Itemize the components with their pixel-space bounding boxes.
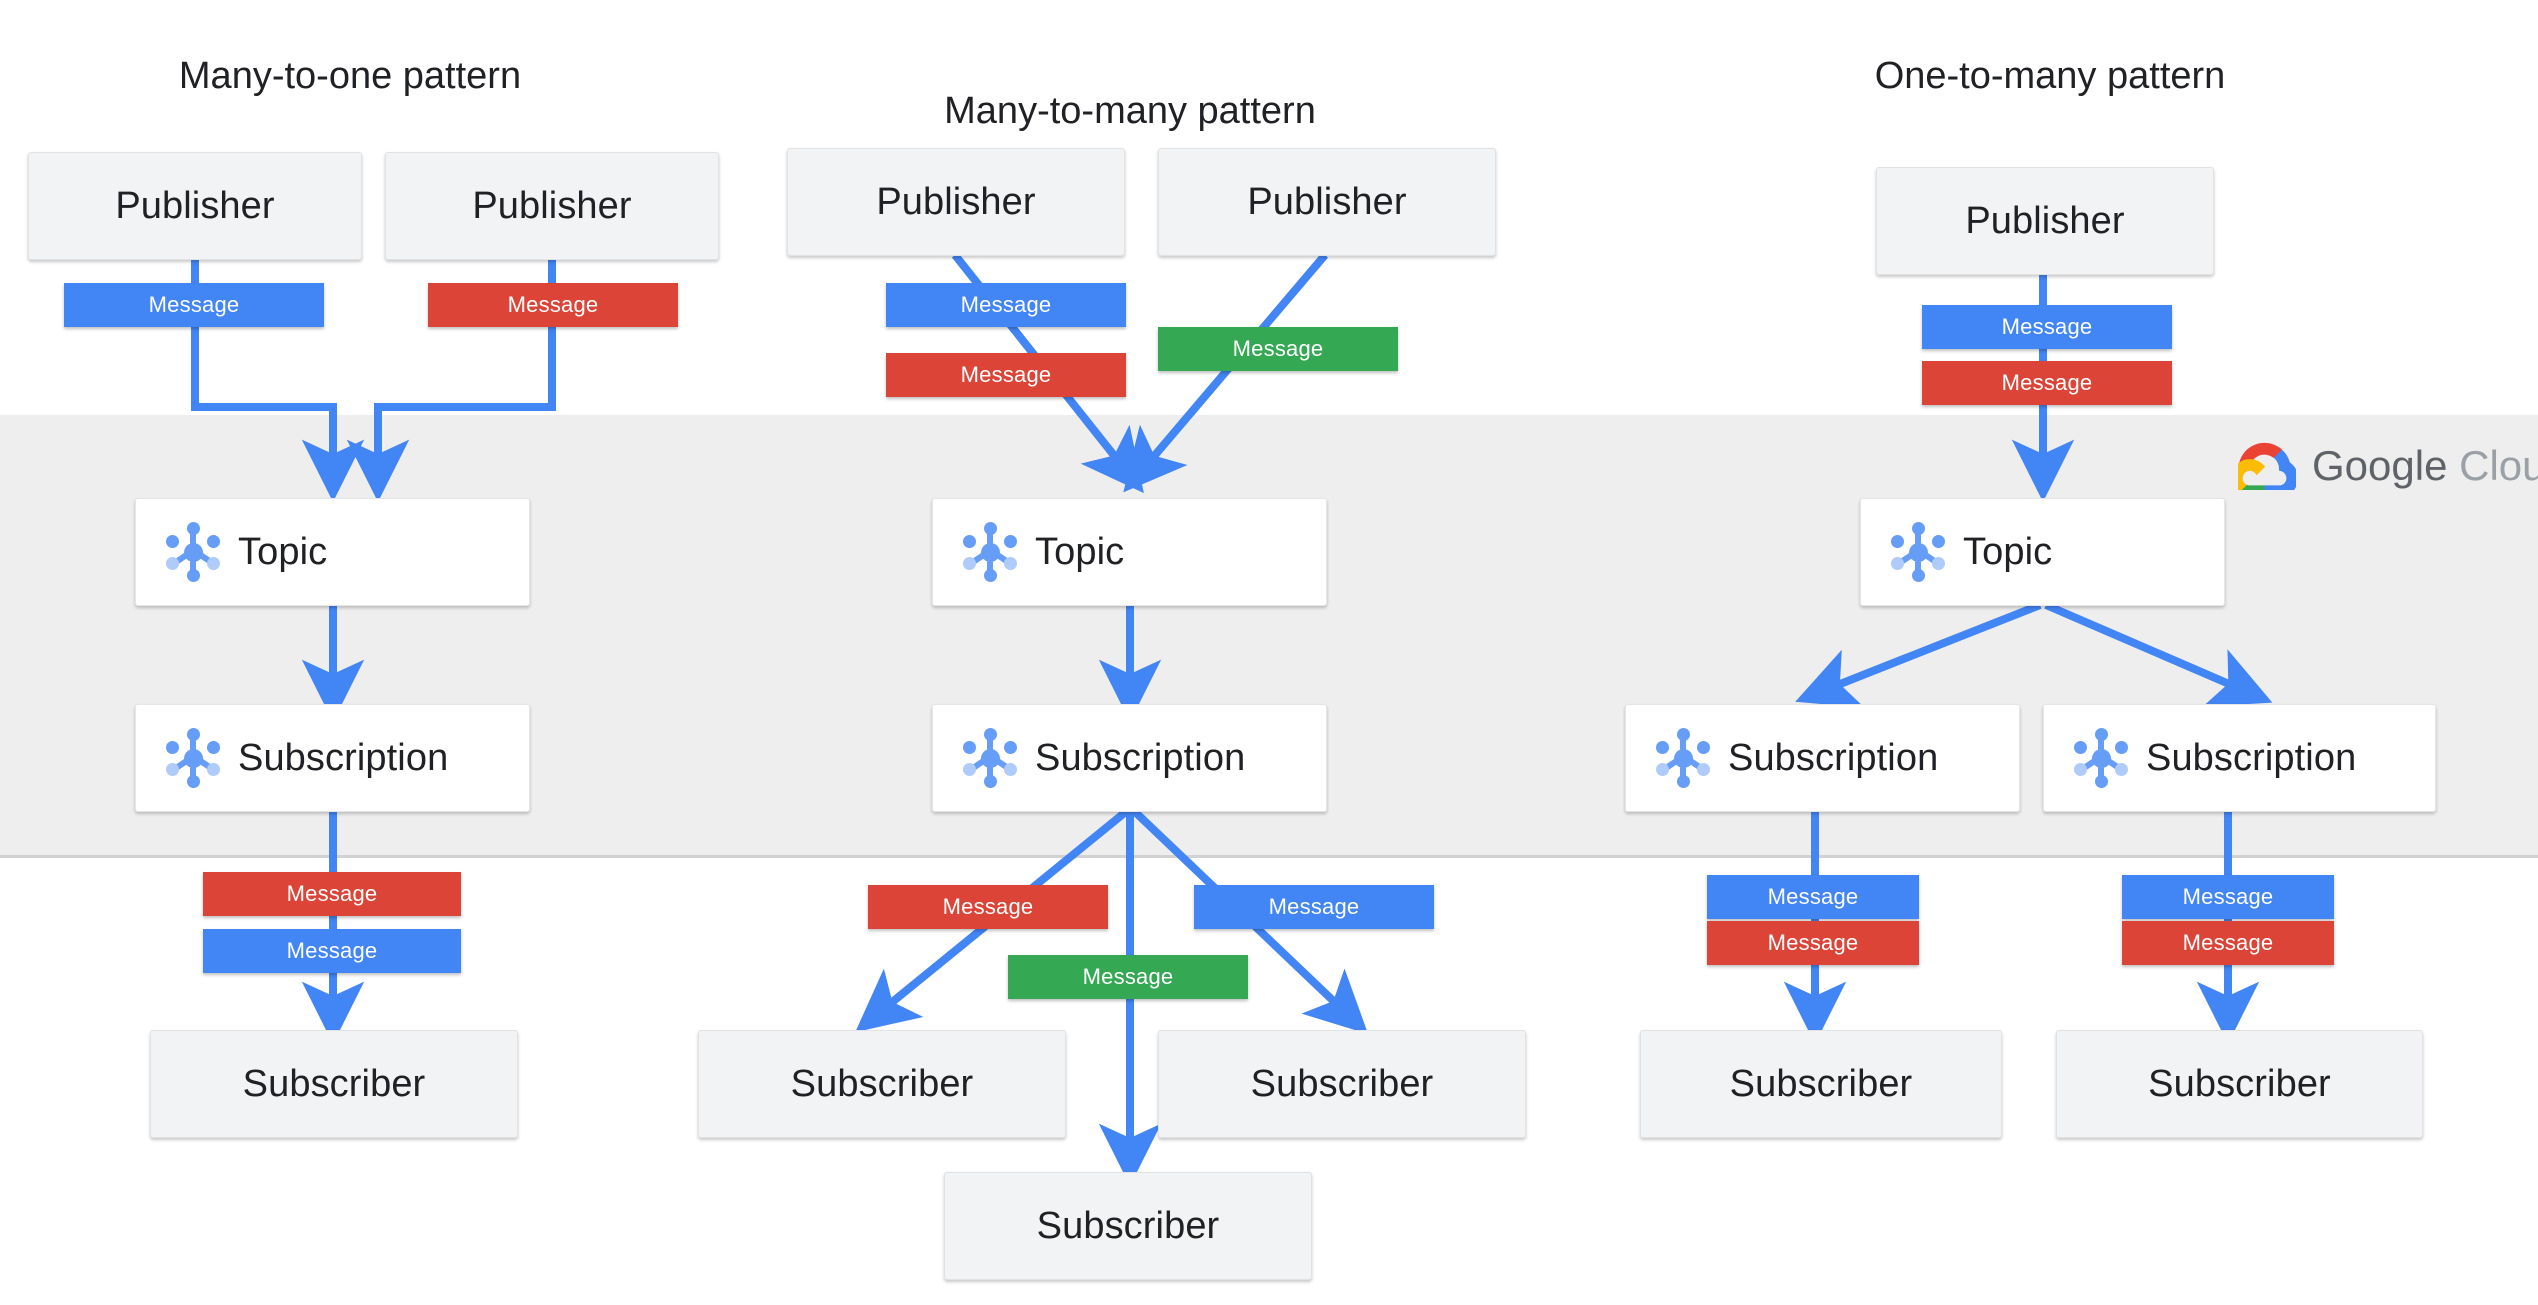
message-label: Message <box>2001 370 2093 395</box>
message-label: Message <box>286 938 378 963</box>
message-chip: Message <box>1194 885 1434 929</box>
subscriber-label: Subscriber <box>1036 1204 1220 1247</box>
pubsub-node-icon <box>1652 727 1714 789</box>
google-word: Google <box>2312 442 2448 489</box>
message-chip: Message <box>868 885 1108 929</box>
topic-box[interactable]: Topic <box>1860 498 2225 606</box>
message-chip: Message <box>1158 327 1398 371</box>
message-label: Message <box>960 362 1052 387</box>
subscriber-label: Subscriber <box>242 1062 426 1105</box>
publisher-label: Publisher <box>876 180 1036 223</box>
pubsub-node-icon <box>162 521 224 583</box>
message-chip: Message <box>886 283 1126 327</box>
pubsub-node-icon <box>2070 727 2132 789</box>
subscription-box[interactable]: Subscription <box>135 704 530 812</box>
message-label: Message <box>148 292 240 317</box>
column-title-many-to-many: Many-to-many pattern <box>944 90 1316 132</box>
topic-label: Topic <box>238 530 328 573</box>
pubsub-node-icon <box>162 727 224 789</box>
subscriber-box[interactable]: Subscriber <box>1158 1030 1526 1138</box>
pubsub-node-icon <box>959 521 1021 583</box>
publisher-box[interactable]: Publisher <box>787 148 1125 256</box>
subscriber-label: Subscriber <box>1729 1062 1913 1105</box>
message-chip: Message <box>1707 875 1919 919</box>
google-cloud-wordmark: Google Cloud <box>2312 442 2538 490</box>
subscriber-label: Subscriber <box>790 1062 974 1105</box>
column-title-one-to-many: One-to-many pattern <box>1874 55 2226 97</box>
subscriber-box[interactable]: Subscriber <box>944 1172 1312 1280</box>
message-label: Message <box>942 894 1034 919</box>
message-label: Message <box>1767 930 1859 955</box>
message-label: Message <box>2001 314 2093 339</box>
message-label: Message <box>1268 894 1360 919</box>
message-chip: Message <box>2122 921 2334 965</box>
message-label: Message <box>1232 336 1324 361</box>
subscription-box[interactable]: Subscription <box>1625 704 2020 812</box>
pubsub-node-icon <box>1887 521 1949 583</box>
message-label: Message <box>1082 964 1174 989</box>
subscriber-box[interactable]: Subscriber <box>698 1030 1066 1138</box>
publisher-label: Publisher <box>1247 180 1407 223</box>
subscription-label: Subscription <box>2146 736 2357 779</box>
publisher-box[interactable]: Publisher <box>385 152 719 260</box>
subscriber-box[interactable]: Subscriber <box>1640 1030 2002 1138</box>
message-chip: Message <box>1707 921 1919 965</box>
subscriber-box[interactable]: Subscriber <box>150 1030 518 1138</box>
publisher-label: Publisher <box>1965 199 2125 242</box>
publisher-label: Publisher <box>472 184 632 227</box>
message-label: Message <box>2182 884 2274 909</box>
message-label: Message <box>1767 884 1859 909</box>
topic-label: Topic <box>1035 530 1125 573</box>
pubsub-node-icon <box>959 727 1021 789</box>
column-title-many-to-one: Many-to-one pattern <box>178 55 522 97</box>
message-chip: Message <box>1008 955 1248 999</box>
subscription-label: Subscription <box>1728 736 1939 779</box>
publisher-box[interactable]: Publisher <box>28 152 362 260</box>
message-chip: Message <box>428 283 678 327</box>
subscriber-label: Subscriber <box>1250 1062 1434 1105</box>
message-chip: Message <box>203 872 461 916</box>
subscription-label: Subscription <box>1035 736 1246 779</box>
message-chip: Message <box>886 353 1126 397</box>
cloud-word: Cloud <box>2459 442 2538 489</box>
message-label: Message <box>507 292 599 317</box>
publisher-label: Publisher <box>115 184 275 227</box>
subscription-label: Subscription <box>238 736 449 779</box>
message-chip: Message <box>1922 361 2172 405</box>
subscriber-box[interactable]: Subscriber <box>2056 1030 2423 1138</box>
message-label: Message <box>960 292 1052 317</box>
subscriber-label: Subscriber <box>2148 1062 2331 1105</box>
message-chip: Message <box>1922 305 2172 349</box>
topic-box[interactable]: Topic <box>932 498 1327 606</box>
message-chip: Message <box>64 283 324 327</box>
topic-label: Topic <box>1963 530 2053 573</box>
message-chip: Message <box>203 929 461 973</box>
publisher-box[interactable]: Publisher <box>1876 167 2214 275</box>
google-cloud-logo-icon <box>2238 442 2296 490</box>
publisher-box[interactable]: Publisher <box>1158 148 1496 256</box>
subscription-box[interactable]: Subscription <box>2043 704 2436 812</box>
google-cloud-branding: Google Cloud <box>2238 442 2538 490</box>
message-label: Message <box>2182 930 2274 955</box>
topic-box[interactable]: Topic <box>135 498 530 606</box>
message-chip: Message <box>2122 875 2334 919</box>
message-label: Message <box>286 881 378 906</box>
subscription-box[interactable]: Subscription <box>932 704 1327 812</box>
